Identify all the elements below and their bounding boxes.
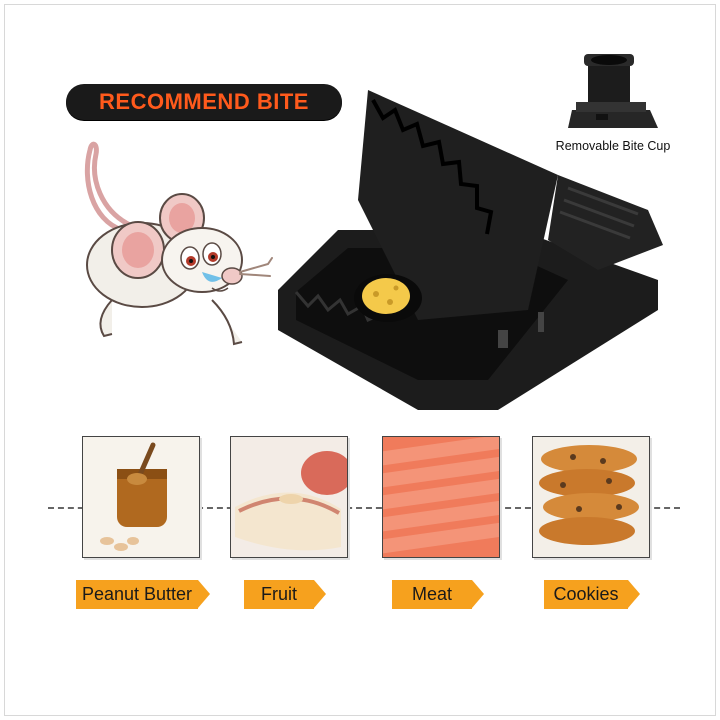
dashed-divider: [48, 507, 680, 509]
cookies-card: [532, 436, 650, 558]
peanut-butter-label: Peanut Butter: [76, 580, 210, 609]
fruit-card: [230, 436, 348, 558]
apple-slice-image: [231, 437, 347, 557]
peanut-butter-jar-image: [83, 437, 199, 557]
fruit-label: Fruit: [244, 580, 326, 609]
bite-cup-image: [568, 54, 658, 128]
cookies-label: Cookies: [544, 580, 640, 609]
mouse-illustration: [84, 141, 273, 346]
cookie-stack-image: [533, 437, 649, 557]
sausage-image: [383, 437, 499, 557]
peanut-butter-card: [82, 436, 200, 558]
mouse-trap-image: [278, 90, 663, 410]
meat-card: [382, 436, 500, 558]
bite-cup-caption: Removable Bite Cup: [555, 139, 671, 153]
meat-label: Meat: [392, 580, 484, 609]
recommend-bite-banner: RECOMMEND BITE: [66, 84, 342, 120]
